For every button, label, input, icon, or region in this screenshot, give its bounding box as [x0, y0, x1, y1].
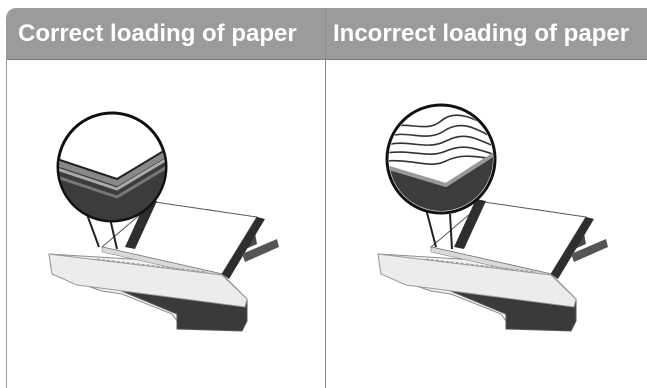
column-header-correct: Correct loading of paper	[18, 9, 297, 59]
paper-loading-table: Correct loading of paper Incorrect loadi…	[6, 8, 647, 388]
correct-loading-cell	[7, 59, 325, 388]
incorrect-loading-cell	[326, 59, 644, 388]
column-header-incorrect: Incorrect loading of paper	[333, 9, 629, 59]
paper-tray-incorrect-illustration	[326, 59, 644, 388]
table-header-row: Correct loading of paper Incorrect loadi…	[7, 9, 647, 60]
paper-tray-correct-illustration	[7, 59, 325, 388]
zoom-line-1	[426, 209, 436, 247]
